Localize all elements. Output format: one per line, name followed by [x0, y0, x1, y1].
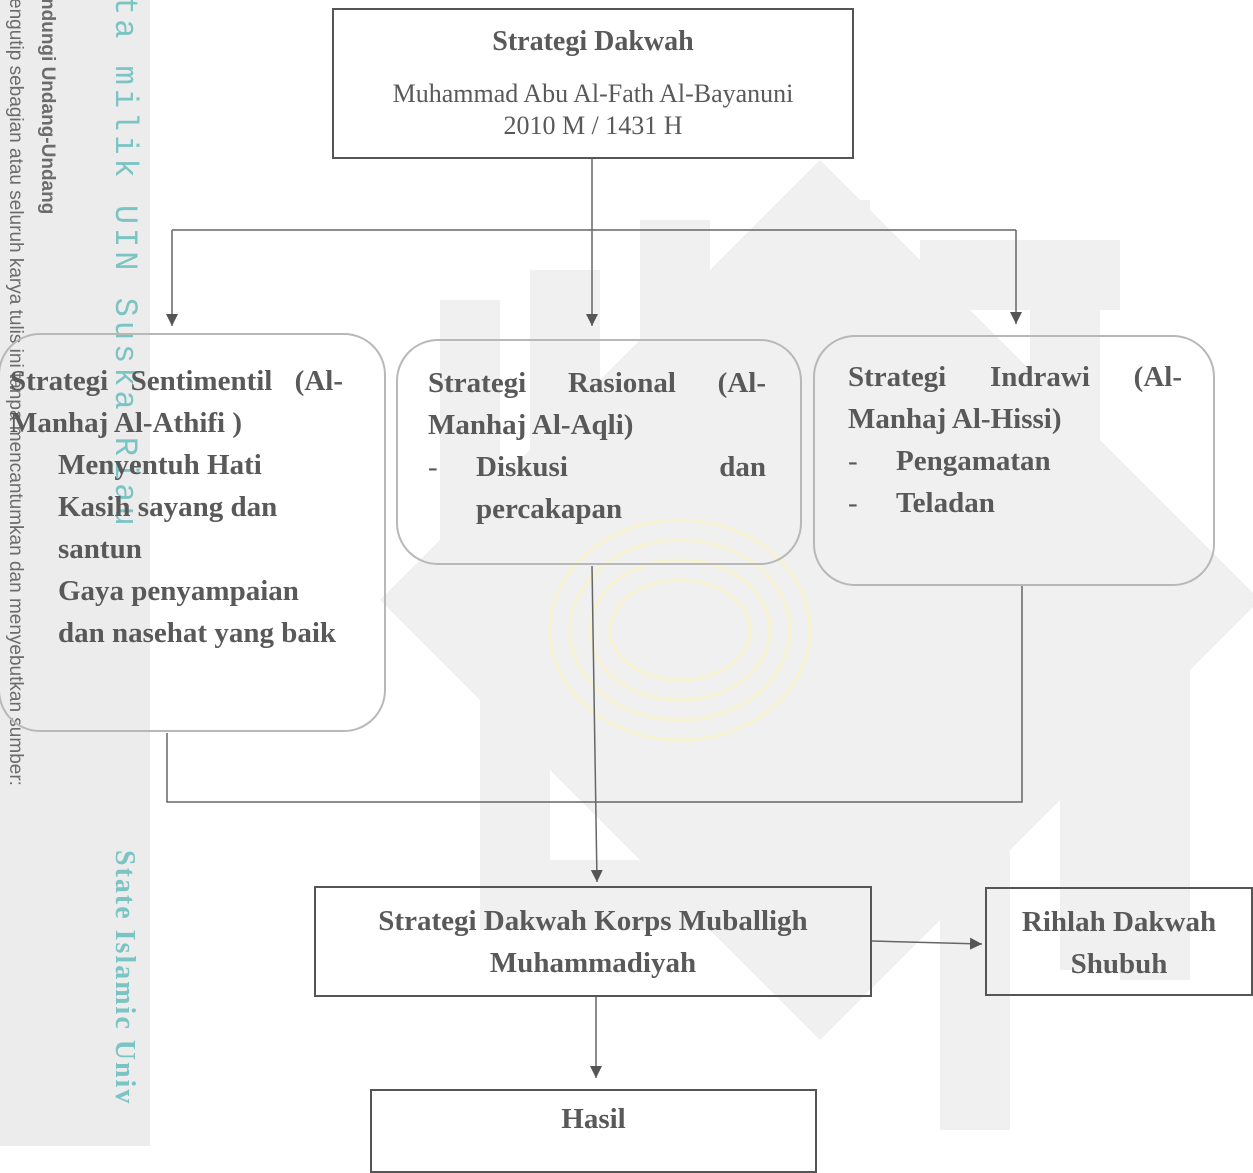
margin-copyright-line-1: ndungi Undang-Undang	[37, 0, 58, 215]
margin-watermark-name: ta milik UIN Suska Riau	[106, 0, 143, 530]
rational-strategy-box: Strategi Rasional (Al-Manhaj Al-Aqli) - …	[396, 339, 802, 565]
muballigh-strategy-box: Strategi Dakwah Korps Muballigh Muhammad…	[314, 886, 872, 997]
sensory-strategy-box: Strategi Indrawi (Al-Manhaj Al-Hissi) - …	[813, 335, 1215, 586]
rihlah-dakwah-title: Rihlah Dakwah Shubuh	[1021, 906, 1217, 980]
sensory-item: - Pengamatan	[848, 440, 1182, 482]
margin-watermark-university: State Islamic Univ	[109, 850, 140, 1106]
sentimental-strategy-title: Strategi Sentimentil (Al-Manhaj Al-Athif…	[10, 365, 343, 439]
left-margin-strip	[0, 0, 150, 1146]
rational-strategy-title: Strategi Rasional (Al-Manhaj Al-Aqli)	[428, 367, 766, 441]
rihlah-dakwah-box: Rihlah Dakwah Shubuh	[985, 887, 1253, 996]
rational-item: - Diskusi dan percakapan	[428, 446, 766, 530]
bullet-dash: -	[428, 451, 438, 483]
sentimental-item: Kasih sayang dan santun	[58, 491, 278, 565]
main-strategy-year: 2010 M / 1431 H	[503, 111, 683, 140]
sentimental-item: Gaya penyampaian dan nasehat yang baik	[58, 575, 337, 649]
margin-copyright-line-2: engutip sebagian atau seluruh karya tuli…	[5, 0, 26, 786]
main-strategy-box: Strategi Dakwah Muhammad Abu Al-Fath Al-…	[332, 8, 854, 159]
strategy-flow-diagram: Strategi Dakwah Muhammad Abu Al-Fath Al-…	[0, 8, 1253, 1173]
result-title: Hasil	[561, 1103, 626, 1135]
muballigh-strategy-title: Strategi Dakwah Korps Muballigh Muhammad…	[378, 905, 808, 979]
main-strategy-author: Muhammad Abu Al-Fath Al-Bayanuni	[392, 79, 794, 108]
sentimental-strategy-box: Strategi Sentimentil (Al-Manhaj Al-Athif…	[0, 333, 386, 732]
rational-item-text: Diskusi dan percakapan	[476, 451, 766, 525]
bullet-dash: -	[848, 445, 858, 477]
sensory-item-text: Pengamatan	[896, 445, 1051, 477]
sensory-item-text: Teladan	[896, 487, 995, 519]
main-strategy-title: Strategi Dakwah	[492, 26, 694, 57]
connector-lines	[166, 157, 1023, 1078]
sensory-item: - Teladan	[848, 482, 1182, 524]
sensory-strategy-title: Strategi Indrawi (Al-Manhaj Al-Hissi)	[848, 361, 1182, 435]
bullet-dash: -	[848, 487, 858, 519]
result-box: Hasil	[370, 1089, 817, 1173]
university-logo-watermark	[380, 160, 1253, 1130]
sentimental-item: Menyentuh Hati	[58, 449, 262, 481]
